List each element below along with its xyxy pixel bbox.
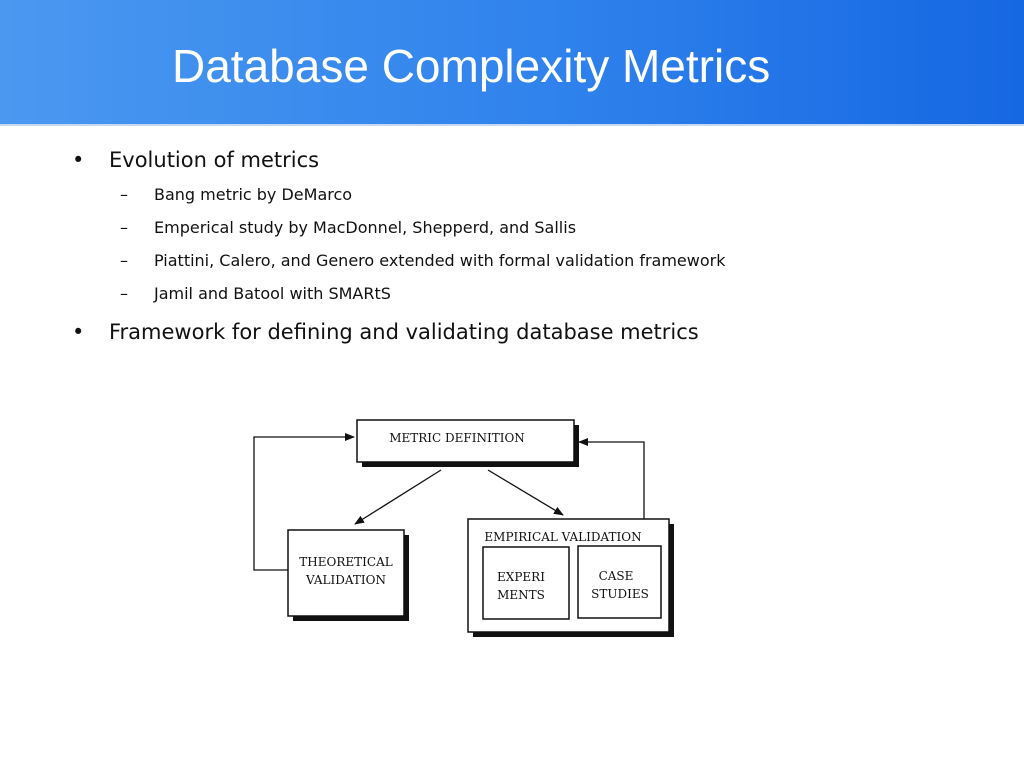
bullet-text: Evolution of metrics bbox=[109, 148, 320, 172]
title-bar: Database Complexity Metrics bbox=[0, 0, 1024, 126]
theoretical-validation-box: THEORETICAL VALIDATION bbox=[287, 529, 409, 621]
sub-bullet: – Emperical study by MacDonnel, Shepperd… bbox=[120, 217, 577, 239]
empirical-label: EMPIRICAL VALIDATION bbox=[484, 530, 641, 544]
dash-mark: – bbox=[120, 185, 128, 204]
case-studies-box: CASE STUDIES bbox=[577, 545, 662, 619]
bullet-mark: • bbox=[72, 320, 85, 344]
sub-bullet: – Piattini, Calero, and Genero extended … bbox=[120, 250, 726, 272]
sub-bullet-text: Bang metric by DeMarco bbox=[154, 185, 353, 204]
theoretical-label-line2: VALIDATION bbox=[305, 573, 386, 587]
dash-mark: – bbox=[120, 218, 128, 237]
theoretical-label-line1: THEORETICAL bbox=[299, 555, 392, 569]
sub-bullet: – Bang metric by DeMarco bbox=[120, 184, 353, 206]
sub-bullet-text: Emperical study by MacDonnel, Shepperd, … bbox=[154, 218, 577, 237]
metric-definition-label: METRIC DEFINITION bbox=[389, 431, 525, 445]
experiments-label-line1: EXPERI bbox=[497, 570, 545, 584]
feedback-arrow-left bbox=[253, 433, 355, 571]
bullet-framework: • Framework for defining and validating … bbox=[72, 319, 699, 345]
slide-title: Database Complexity Metrics bbox=[172, 40, 771, 92]
sub-bullet: – Jamil and Batool with SMARtS bbox=[120, 283, 391, 305]
bullet-text: Framework for defining and validating da… bbox=[109, 320, 699, 344]
case-label-line2: STUDIES bbox=[591, 587, 649, 601]
dash-mark: – bbox=[120, 284, 128, 303]
experiments-box: EXPERI MENTS bbox=[482, 546, 570, 620]
dash-mark: – bbox=[120, 251, 128, 270]
arrow-to-empirical bbox=[487, 469, 564, 516]
sub-bullet-text: Jamil and Batool with SMARtS bbox=[154, 284, 391, 303]
sub-bullet-text: Piattini, Calero, and Genero extended wi… bbox=[154, 251, 726, 270]
case-label-line1: CASE bbox=[599, 569, 634, 583]
feedback-arrow-right bbox=[578, 438, 645, 519]
bullet-evolution-of-metrics: • Evolution of metrics bbox=[72, 147, 320, 173]
arrow-to-theoretical bbox=[354, 469, 442, 525]
experiments-label-line2: MENTS bbox=[497, 588, 545, 602]
metric-definition-box: METRIC DEFINITION bbox=[356, 419, 579, 467]
bullet-mark: • bbox=[72, 148, 85, 172]
